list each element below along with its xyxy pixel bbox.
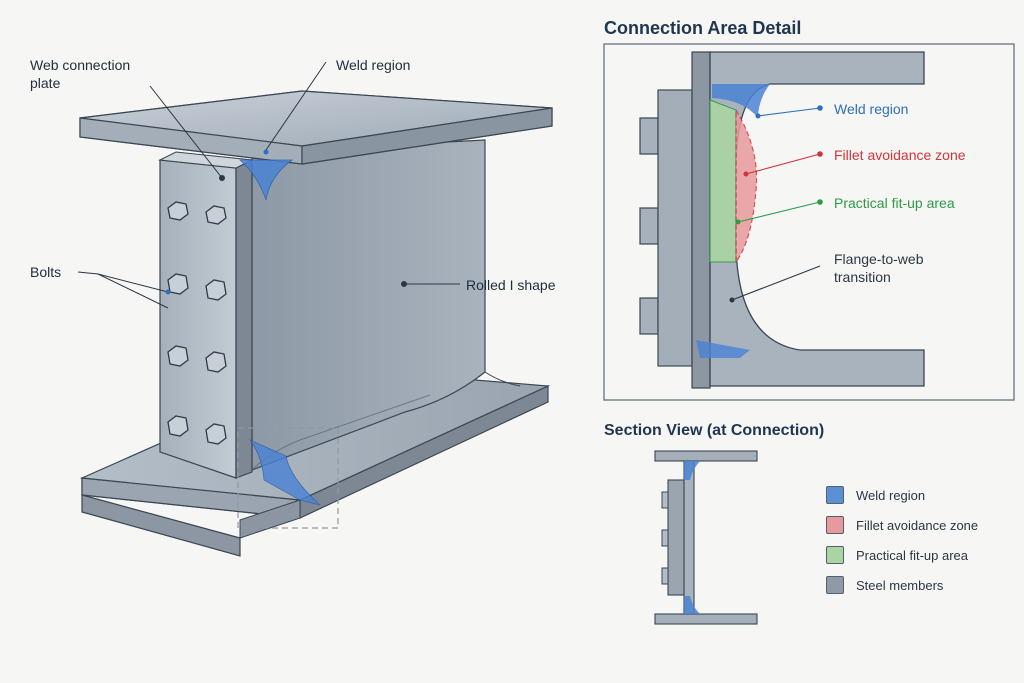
bolt — [205, 205, 227, 225]
legend-label: Fillet avoidance zone — [856, 517, 979, 533]
weld-region-main — [238, 159, 321, 506]
detail-drawing — [639, 51, 925, 389]
bolt — [167, 345, 189, 367]
web-connection-plate — [158, 151, 254, 479]
top-flange — [79, 90, 553, 165]
legend: Weld region Fillet avoidance zone Practi… — [826, 480, 978, 600]
detail-label-fillet-avoidance-zone: Fillet avoidance zone — [834, 147, 966, 163]
legend-swatch-fillet — [826, 516, 844, 534]
detail-title: Connection Area Detail — [604, 18, 802, 38]
section-title: Section View (at Connection) — [604, 422, 825, 439]
detail-label-flange-to-web-line2: transition — [834, 269, 891, 285]
detail-label-weld-region: Weld region — [834, 101, 909, 117]
detail-leader-lines — [729, 105, 823, 303]
legend-item-fillet-avoidance-zone: Fillet avoidance zone — [826, 510, 978, 540]
section-view-drawing — [654, 450, 758, 625]
leader-lines — [77, 61, 460, 309]
label-rolled-i-shape: Rolled I shape — [466, 277, 556, 293]
legend-item-practical-fit-up-area: Practical fit-up area — [826, 540, 978, 570]
bolt — [167, 201, 189, 221]
legend-swatch-steel — [826, 576, 844, 594]
legend-label: Weld region — [856, 487, 926, 503]
detail-label-practical-fit-up-area: Practical fit-up area — [834, 195, 955, 211]
detail-label-flange-to-web-transition: Flange-to-web transition — [834, 250, 924, 286]
label-web-connection-plate: Web connection plate — [30, 56, 130, 92]
web — [251, 139, 521, 471]
legend-item-weld-region: Weld region — [826, 480, 978, 510]
legend-swatch-weld — [826, 486, 844, 504]
label-bolts: Bolts — [30, 264, 62, 280]
legend-label: Steel members — [856, 577, 944, 593]
bolt — [167, 273, 189, 295]
bolt — [205, 351, 227, 373]
label-web-connection-plate-line2: plate — [30, 75, 61, 91]
bolt — [205, 279, 227, 301]
detail-callout-box — [237, 427, 339, 529]
bolt — [205, 423, 227, 445]
legend-item-steel-members: Steel members — [826, 570, 978, 600]
detail-label-flange-to-web-line1: Flange-to-web — [834, 251, 924, 267]
label-weld-region: Weld region — [336, 57, 411, 73]
bolt — [167, 415, 189, 437]
label-web-connection-plate-line1: Web connection — [30, 57, 131, 73]
bolt-group — [167, 201, 227, 445]
legend-label: Practical fit-up area — [856, 547, 968, 563]
legend-swatch-fitup — [826, 546, 844, 564]
